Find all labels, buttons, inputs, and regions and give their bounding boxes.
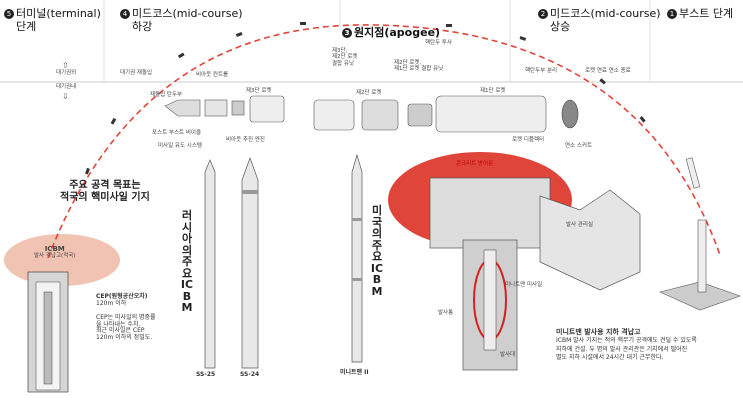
burn-end-label: 로켓 연료 연소 종료 bbox=[585, 68, 631, 74]
concrete-door-label: 콘크리트 방어문 bbox=[456, 161, 494, 167]
part-post-boost: 포스트 부스트 비이클 bbox=[152, 130, 202, 136]
phase-subtitle: 단계 bbox=[16, 19, 37, 33]
stage2-unit-label: 제2단 로켓, 제1단 로켓 결합 유닛 bbox=[394, 60, 443, 73]
arc-object bbox=[110, 117, 117, 125]
us-icbm-label: 미국의주요ICBM bbox=[370, 204, 384, 298]
atmosphere-inside-label: 대기권내 bbox=[56, 84, 77, 90]
russia-icbm-label: 러시아의주요ICBM bbox=[180, 209, 194, 315]
arrow-up-icon: ⇧ bbox=[62, 61, 69, 70]
arc-object bbox=[300, 22, 306, 25]
phase-title: 원지점(apogee) bbox=[354, 26, 441, 39]
phase-title: 부스트 단계 bbox=[679, 7, 734, 20]
minuteman-silo-title: 미니트맨 발사용 지하 격납고 bbox=[556, 328, 641, 336]
ss24-label: SS-24 bbox=[240, 371, 260, 378]
minuteman-silo-line: 별도 지하 시설에서 24시간 대기 근무한다. bbox=[556, 353, 664, 361]
phase-number-badge: 2 bbox=[538, 9, 548, 19]
cep-desc-line: CEP는 미사일의 명중률 bbox=[96, 313, 156, 321]
phase-title: 미드코스(mid-course) bbox=[132, 7, 243, 20]
launch-site bbox=[659, 157, 741, 311]
cep-desc-line: 을 나타내는 수치. bbox=[96, 320, 141, 328]
target-heading-line2: 적국의 핵미사일 기지 bbox=[60, 191, 150, 203]
warhead-separation-label: 핵탄두 투사 bbox=[425, 40, 453, 46]
warhead-guard-label: 핵탄두부 분리 bbox=[525, 68, 558, 74]
cep-value: 120m 이하 bbox=[96, 299, 127, 307]
target-silo bbox=[27, 271, 69, 393]
stage3-line1: 제3단, bbox=[332, 48, 348, 54]
missile-control-label: 비아웃 컨트롤 bbox=[196, 72, 229, 78]
missile-minuteman bbox=[351, 153, 363, 363]
launch-control-label: 발사 관리실 bbox=[566, 222, 594, 228]
phase-title: 미드코스(mid-course) bbox=[550, 7, 661, 20]
minuteman-label: 미니트맨 II bbox=[340, 369, 369, 376]
arc-object bbox=[446, 24, 452, 27]
stage3-line3: 결합 유닛 bbox=[332, 60, 354, 67]
part-stage2: 제2단 로켓 bbox=[356, 90, 382, 96]
cep-desc-line: 120m 이하의 정밀도. bbox=[96, 334, 153, 342]
stage3-unit-label: 제3단, 제2단 로켓 결합 유닛 bbox=[332, 48, 358, 67]
launch-tube-label: 발사통 bbox=[438, 310, 454, 316]
silo-cutaway bbox=[388, 152, 641, 371]
phase-number-badge: 1 bbox=[667, 9, 677, 19]
ss25-label: SS-25 bbox=[196, 371, 216, 378]
reentry-label: 대기권 재돌입 bbox=[120, 70, 153, 76]
part-stage1: 제1단 로켓 bbox=[480, 88, 506, 94]
arc-object bbox=[599, 78, 606, 85]
phase-number-badge: 3 bbox=[342, 28, 352, 38]
phase-title: 터미널(terminal) bbox=[16, 7, 101, 20]
minuteman-silo-line: ICBM 발사 기지는 적의 핵무기 공격에도 견딜 수 있도록 bbox=[556, 337, 697, 345]
arc-object bbox=[235, 32, 243, 37]
arc-object bbox=[177, 52, 185, 59]
part-nozzle: 로켓 디플렉터 bbox=[512, 137, 545, 143]
stage3-line2: 제2단 로켓 bbox=[332, 54, 358, 61]
trajectory-arc bbox=[47, 24, 721, 259]
silo-title: ICBM bbox=[44, 245, 65, 253]
minuteman-silo-description: 미니트맨 발사용 지하 격납고 ICBM 발사 기지는 적의 핵무기 공격에도 … bbox=[556, 328, 697, 362]
stage2-line2: 제1단 로켓 결합 유닛 bbox=[394, 66, 444, 73]
arc-object bbox=[85, 167, 90, 175]
launch-pad-label: 발사대 bbox=[500, 352, 516, 358]
cep-desc-line: 최근 미사일은 CEP bbox=[96, 327, 145, 335]
missile-ss24 bbox=[241, 156, 259, 369]
stage2-line1: 제2단 로켓, bbox=[394, 60, 422, 66]
target-heading-line1: 주요 공격 목표는 bbox=[69, 180, 141, 191]
phase-number-badge: 5 bbox=[4, 9, 14, 19]
atmosphere-outside-label: 대기권외 bbox=[56, 70, 77, 76]
phase-subtitle: 하강 bbox=[132, 19, 153, 33]
part-propulsion: 비아웃 추진 엔진 bbox=[226, 137, 265, 143]
part-stage3: 제3단 로켓 bbox=[246, 88, 272, 94]
phase-number-badge: 4 bbox=[120, 9, 130, 19]
silo-missile-label: 미니트맨 미사일 bbox=[505, 282, 543, 288]
cep-block: CEP(원형공산오차) 120m 이하 CEP는 미사일의 명중률 을 나타내는… bbox=[96, 293, 156, 342]
phase-subtitle: 상승 bbox=[550, 19, 571, 33]
silo-subtitle: 발사 격납고(적국) bbox=[34, 253, 76, 260]
part-skirt: 연소 스커트 bbox=[565, 143, 593, 149]
minuteman-silo-line: 지하에 건설. 두 명의 발사 관리관은 기지에서 떨어진 bbox=[556, 345, 688, 353]
cep-title: CEP(원형공산오차) bbox=[96, 293, 148, 300]
exploded-stages bbox=[164, 95, 579, 133]
arc-object bbox=[519, 36, 527, 41]
arrow-down-icon: ⇩ bbox=[62, 92, 69, 101]
target-silo-label: ICBM 발사 격납고(적국) bbox=[34, 245, 75, 260]
part-reentry-warhead: 재돌입 탄두부 bbox=[150, 92, 183, 98]
arc-object bbox=[639, 116, 646, 123]
part-guidance: 미사일 유도 시스템 bbox=[158, 143, 202, 149]
target-heading: 주요 공격 목표는 적국의 핵미사일 기지 bbox=[60, 180, 150, 203]
missile-ss25 bbox=[204, 159, 216, 369]
